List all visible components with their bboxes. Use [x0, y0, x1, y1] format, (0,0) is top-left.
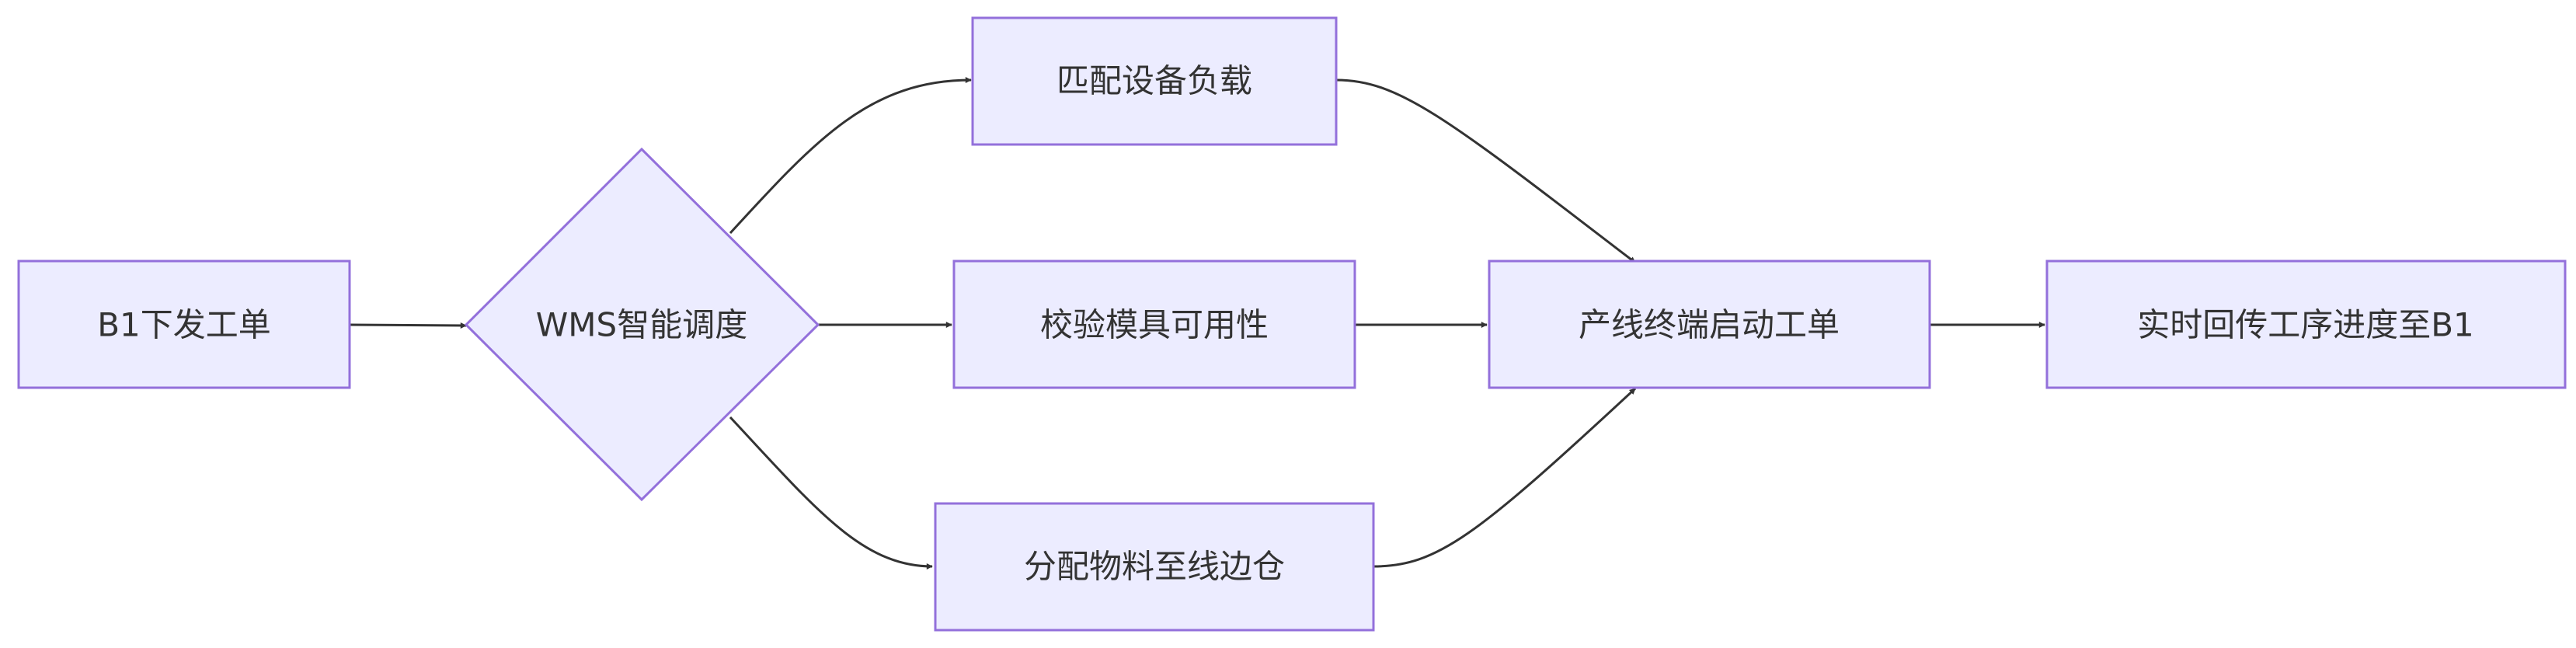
- edge-c-f: [1335, 78, 1636, 264]
- node-a: B1下发工单: [17, 260, 351, 389]
- edge-b-c: [729, 77, 972, 235]
- node-b: WMS智能调度: [464, 147, 820, 502]
- nodes: B1下发工单 WMS智能调度 匹配设备负载 校验模具可用性 分配物料至线边仓 产…: [17, 16, 2567, 632]
- edge-e-f: [1373, 387, 1637, 568]
- edge-b-e: [729, 416, 933, 570]
- node-d-label: 校验模具可用性: [1040, 306, 1269, 344]
- node-f: 产线终端启动工单: [1488, 260, 1931, 389]
- node-e-label: 分配物料至线边仓: [1024, 548, 1285, 586]
- node-e: 分配物料至线边仓: [934, 502, 1375, 632]
- edges: [349, 77, 2045, 570]
- node-g-label: 实时回传工序进度至B1: [2137, 306, 2474, 344]
- node-d: 校验模具可用性: [952, 260, 1356, 389]
- edge-a-b: [349, 322, 467, 329]
- node-b-label: WMS智能调度: [536, 306, 747, 344]
- node-c-label: 匹配设备负载: [1057, 62, 1252, 100]
- node-a-label: B1下发工单: [97, 306, 271, 344]
- node-c: 匹配设备负载: [971, 16, 1338, 146]
- node-f-label: 产线终端启动工单: [1579, 306, 1840, 344]
- node-g: 实时回传工序进度至B1: [2045, 260, 2567, 389]
